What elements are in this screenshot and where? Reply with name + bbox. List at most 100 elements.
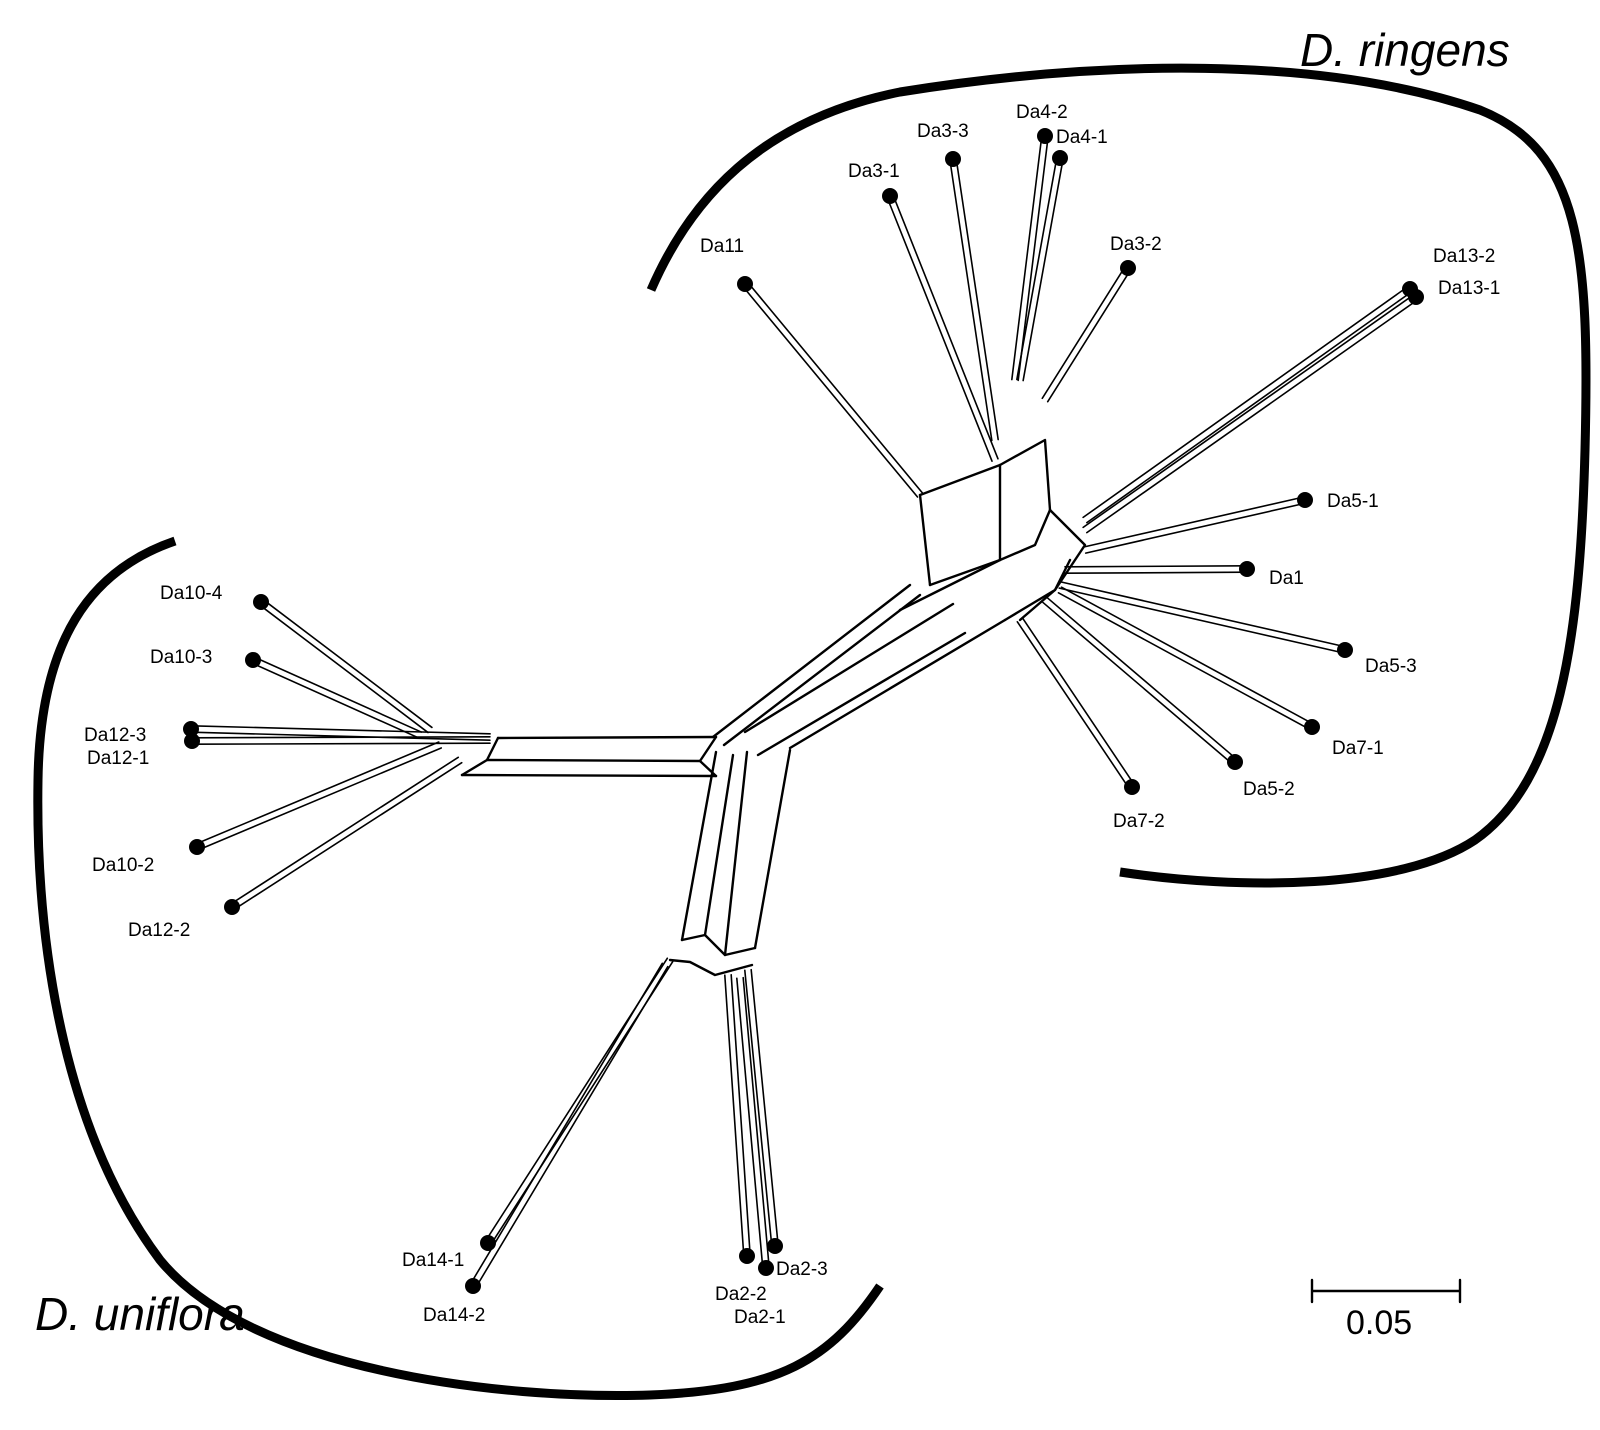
uniflora-group-label: D. uniflora [35, 1288, 245, 1340]
tip-dot-da5-3 [1337, 642, 1353, 658]
tip-label-da3-3: Da3-3 [917, 121, 969, 142]
tip-dot-da11 [737, 276, 753, 292]
tip-dot-da14-1 [480, 1235, 496, 1251]
edge-da13-2-b [1082, 285, 1409, 519]
tip-dot-da2-1 [758, 1260, 774, 1276]
tip-dot-da14-2 [465, 1278, 481, 1294]
lower-split-rung-a [680, 933, 757, 957]
tip-label-da12-2: Da12-2 [128, 920, 190, 941]
edge-da2-1-b [742, 976, 770, 1269]
edge-da3-3-b [949, 158, 993, 442]
edge-da12-3-a [190, 725, 491, 735]
tip-label-da4-2: Da4-2 [1016, 102, 1068, 123]
edge-da2-3-b [750, 968, 779, 1247]
scale-bar-line [1310, 1278, 1462, 1304]
edge-da14-2-a [469, 962, 664, 1286]
tip-dot-da3-1 [882, 188, 898, 204]
edge-da10-3-b [250, 662, 420, 739]
edge-da5-1-a [1084, 502, 1307, 554]
ringens-group-label: D. ringens [1300, 24, 1510, 76]
tip-dot-da2-3 [767, 1238, 783, 1254]
tip-label-da14-2: Da14-2 [423, 1305, 485, 1326]
edge-da10-2-a [194, 741, 440, 845]
edge-da10-3-a [253, 656, 423, 733]
edge-da10-2-b [197, 747, 443, 851]
tip-dot-da10-2 [189, 839, 205, 855]
tip-label-da3-2: Da3-2 [1110, 234, 1162, 255]
scale-bar: 0.05 [1310, 1278, 1462, 1342]
tip-label-da12-3: Da12-3 [84, 725, 146, 746]
left-split-band-a [496, 735, 718, 740]
edge-da3-1-a [892, 194, 999, 460]
edge-da12-1-a [191, 735, 491, 739]
lower-split-band-a [680, 750, 718, 942]
tip-dot-da7-2 [1124, 779, 1140, 795]
edge-da5-1-b [1083, 496, 1306, 548]
edge-da5-3-b [1059, 581, 1347, 648]
edge-da10-4-b [258, 603, 429, 734]
tip-label-da13-1: Da13-1 [1438, 278, 1500, 299]
tip-label-da4-1: Da4-1 [1056, 127, 1108, 148]
tip-dot-da10-3 [245, 652, 261, 668]
uniflora-group-bracket [33, 536, 884, 1400]
central-split-band-a [711, 583, 912, 739]
edge-da1-a [1064, 571, 1248, 574]
edge-da4-1-a [1022, 157, 1064, 382]
tip-dot-da3-3 [945, 151, 961, 167]
tip-dot-da3-2 [1120, 260, 1136, 276]
edge-da7-1-a [1057, 592, 1312, 731]
tip-label-da2-1: Da2-1 [734, 1307, 786, 1328]
edge-da13-1-b [1082, 293, 1415, 529]
tip-dot-da5-2 [1227, 754, 1243, 770]
edge-da3-2-b [1041, 265, 1127, 400]
edge-da2-3-a [744, 969, 773, 1248]
central-split-band-c [743, 602, 955, 734]
tip-label-da13-2: Da13-2 [1433, 246, 1495, 267]
tip-label-da14-1: Da14-1 [402, 1250, 464, 1271]
lower-split-band-c [723, 750, 749, 957]
edge-da3-3-a [955, 157, 999, 441]
hub-split-b [928, 508, 1052, 587]
edge-da4-2-a [1017, 135, 1049, 382]
edge-da10-4-a [262, 598, 433, 729]
hub-split-f [1003, 558, 1072, 622]
left-split-rung-b [698, 735, 718, 778]
hub-split-c [918, 493, 932, 587]
edge-da3-1-b [886, 196, 993, 462]
edge-da12-3-b [190, 731, 491, 741]
left-split-rung-a [460, 736, 500, 777]
scale-bar-label: 0.05 [1346, 1304, 1412, 1342]
lower-split-band-b [703, 753, 735, 937]
tip-dot-da2-2 [739, 1248, 755, 1264]
tip-label-da7-1: Da7-1 [1332, 738, 1384, 759]
tip-dot-da10-4 [253, 594, 269, 610]
tip-label-da5-3: Da5-3 [1365, 656, 1417, 677]
central-split-band-b [722, 593, 922, 747]
tip-label-da12-1: Da12-1 [87, 748, 149, 769]
tip-label-da5-2: Da5-2 [1243, 779, 1295, 800]
edge-da3-2-a [1046, 268, 1132, 403]
edge-da12-2-b [232, 761, 463, 911]
tip-dot-da5-1 [1297, 492, 1313, 508]
network-core [460, 438, 1087, 977]
edge-da1-b [1064, 565, 1248, 568]
edge-da5-3-a [1058, 587, 1346, 654]
tip-dot-da4-2 [1037, 128, 1053, 144]
edge-da11-a [746, 281, 924, 494]
lower-split-rung-b [668, 958, 754, 977]
tip-label-da3-1: Da3-1 [848, 161, 900, 182]
tip-dot-da12-3 [183, 721, 199, 737]
left-split-band-b [485, 758, 702, 763]
tip-dot-da12-1 [184, 733, 200, 749]
edge-da5-2-a [1042, 601, 1234, 766]
edge-da11-b [741, 285, 919, 498]
tip-label-da11: Da11 [700, 236, 744, 257]
hub-split-a [918, 438, 1052, 512]
edge-da5-2-b [1046, 596, 1238, 761]
tip-label-da10-2: Da10-2 [92, 855, 154, 876]
edge-da2-2-a [724, 974, 745, 1258]
edge-da14-2-b [474, 965, 669, 1289]
